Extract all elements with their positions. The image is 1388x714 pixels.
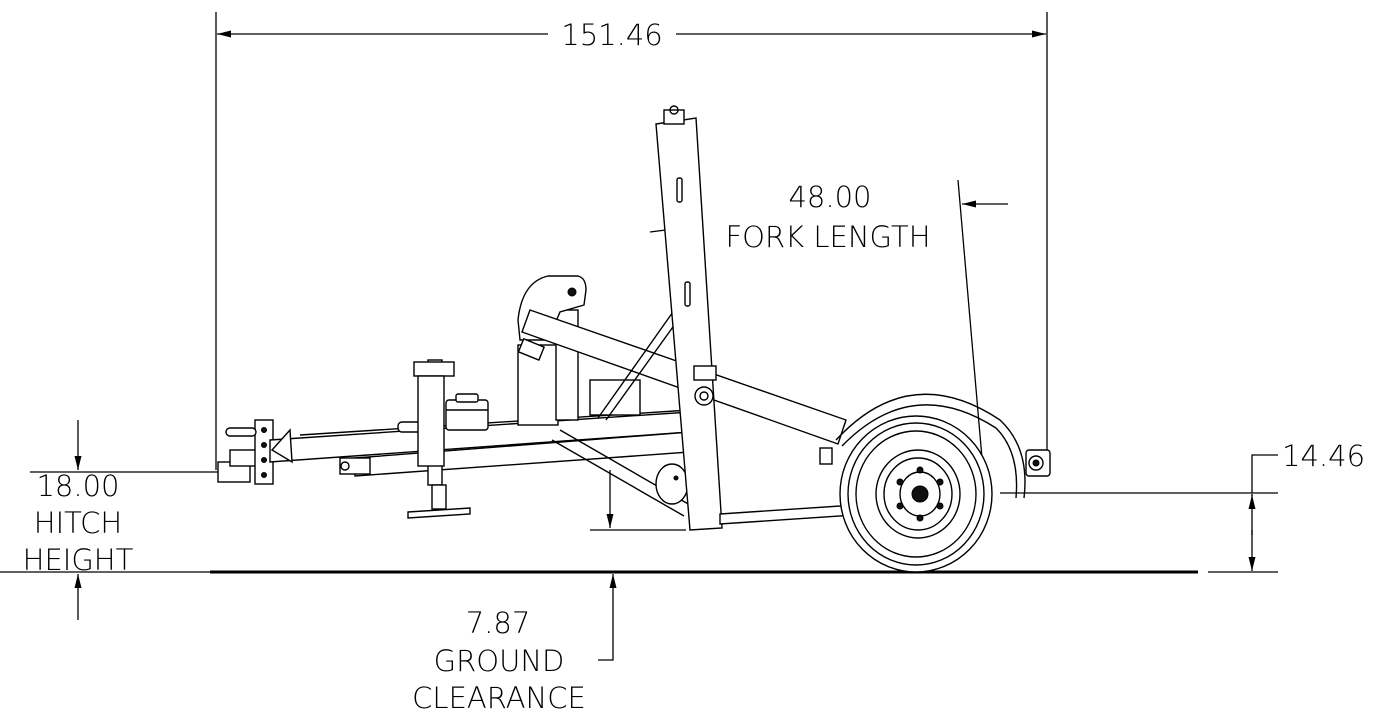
- fork-length-value: 48.00: [788, 180, 871, 214]
- rear-height-value: 14.46: [1282, 439, 1365, 473]
- toolbox: [445, 393, 489, 431]
- hitch-height-label-2: HEIGHT: [23, 543, 134, 577]
- rear-height-dimension: 14.46: [1000, 439, 1365, 573]
- ground-clearance-label-2: CLEARANCE: [412, 681, 586, 714]
- wheel: [839, 415, 993, 573]
- tail-light: [1025, 449, 1051, 477]
- ground-clearance-dimension: 7.87 GROUND CLEARANCE: [412, 470, 686, 714]
- hitch-height-value: 18.00: [36, 469, 119, 503]
- hitch-height-label-1: HITCH: [34, 506, 122, 540]
- hitch-coupler: [217, 419, 274, 485]
- jack-stand: [407, 359, 471, 519]
- hitch-height-dimension: 18.00 HITCH HEIGHT: [0, 420, 236, 620]
- ground-clearance-value: 7.87: [466, 606, 531, 640]
- trailer-outline: [217, 105, 1051, 573]
- overall-length-value: 151.46: [561, 18, 662, 52]
- fork-length-label: FORK LENGTH: [725, 220, 930, 254]
- fender: [835, 393, 1026, 499]
- overall-length-dimension: 151.46: [215, 12, 1048, 470]
- ground-clearance-label-1: GROUND: [434, 644, 565, 678]
- fork-length-dimension: 48.00 FORK LENGTH: [649, 179, 1008, 494]
- fork-mast: [655, 105, 723, 531]
